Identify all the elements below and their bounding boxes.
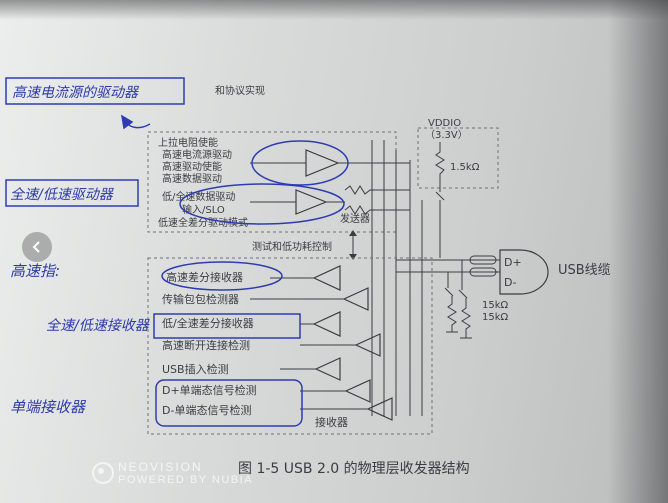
- receiver-item: D-单端态信号检测: [162, 403, 251, 417]
- arrow-up-icon: [349, 230, 357, 236]
- receiver-amplifiers: [312, 265, 393, 421]
- pulldown-resistor-value: 15kΩ: [482, 312, 509, 323]
- series-resistor-icon: [344, 205, 410, 215]
- photo-right-shadow: [608, 0, 668, 503]
- watermark-line-2: POWERED BY NUBIA: [118, 474, 254, 486]
- receiver-triangle-icon: [314, 357, 341, 381]
- usb-cable-icon: [499, 249, 549, 295]
- header-fragment: 和协议实现: [215, 84, 265, 97]
- hand-note-4: 全速/低速接收器: [46, 318, 151, 334]
- transmitter-item-list: 上拉电阻使能 高速电流源驱动 高速驱动使能 高速数据驱动 低/全速数据驱动 输入…: [158, 136, 248, 229]
- hand-box: [5, 179, 139, 207]
- handwritten-marks: [5, 77, 349, 427]
- transmitter-item: 高速数据驱动: [162, 172, 222, 185]
- dplus-connector-icon: [469, 255, 497, 265]
- pulldown-switch-icon: [444, 287, 454, 297]
- receiver-item: 高速差分接收器: [166, 270, 243, 284]
- watermark-line-1: NEOVISION: [118, 460, 203, 474]
- pulldown-resistor-value: 15kΩ: [482, 300, 509, 311]
- receiver-item: 低/全速差分接收器: [162, 316, 254, 330]
- vdd-label: VDDIO: [428, 118, 461, 129]
- previous-image-button[interactable]: [22, 232, 52, 262]
- bus-lines: [371, 140, 423, 416]
- vdd-box: [417, 127, 499, 189]
- receiver-triangle-icon: [354, 333, 381, 357]
- receiver-triangle-icon: [344, 379, 371, 403]
- receiver-item: 传输包包检测器: [162, 292, 239, 306]
- receiver-item: 高速断开连接检测: [162, 338, 250, 352]
- transmitter-item: 高速电流源驱动: [162, 148, 232, 161]
- receiver-triangle-icon: [366, 397, 393, 421]
- chevron-left-icon: [32, 241, 40, 253]
- transmitter-item: 高速驱动使能: [162, 160, 222, 173]
- hand-circle: [179, 183, 345, 225]
- receiver-box: [147, 257, 433, 435]
- receiver-wires: [250, 277, 368, 410]
- receiver-triangle-icon: [312, 311, 341, 337]
- dplus-label: D+: [504, 256, 522, 269]
- fs-driver-triangle-icon: [295, 189, 328, 215]
- hs-driver-triangle-icon: [305, 149, 340, 177]
- receiver-label: 接收器: [315, 415, 348, 429]
- receiver-item-list: 高速差分接收器 传输包包检测器 低/全速差分接收器 高速断开连接检测 USB插入…: [162, 270, 257, 417]
- hand-circle: [251, 140, 349, 186]
- dminus-label: D-: [504, 276, 516, 289]
- pulldown-resistor-icon: [461, 298, 471, 338]
- pullup-resistor-icon: [435, 142, 445, 182]
- hand-box: [5, 77, 185, 105]
- transmitter-item: 低速全差分驱动模式: [158, 216, 248, 229]
- hand-circle: [161, 261, 283, 291]
- camera-logo-icon: [92, 462, 114, 484]
- receiver-triangle-icon: [312, 265, 341, 291]
- receiver-item: D+单端态信号检测: [162, 383, 257, 397]
- hand-note-5: 单端接收器: [10, 398, 87, 416]
- transmitter-item: 上拉电阻使能: [158, 136, 218, 149]
- series-resistor-icon: [344, 185, 410, 195]
- dminus-connector-icon: [469, 267, 497, 277]
- hand-note-3: 高速指:: [10, 262, 60, 280]
- transmitter-item: 低/全速数据驱动: [162, 190, 235, 203]
- figure-caption: 图 1-5 USB 2.0 的物理层收发器结构: [238, 461, 470, 477]
- transmitter-label: 发送器: [340, 212, 370, 225]
- hand-box: [155, 379, 303, 427]
- usb-cable-label: USB线缆: [558, 262, 611, 278]
- hand-box: [153, 313, 301, 339]
- hand-note-2: 全速/低速驱动器: [10, 187, 115, 203]
- pulldown-switch-icon: [458, 289, 468, 299]
- receiver-item: USB插入检测: [162, 362, 229, 376]
- receiver-triangle-icon: [342, 287, 369, 311]
- arrow-down-icon: [349, 254, 357, 260]
- photo-top-shadow: [0, 0, 668, 20]
- transmitter-item: 输入/SLO: [182, 203, 225, 216]
- hand-arrow-head-icon: [120, 114, 134, 130]
- camera-watermark: NEOVISION POWERED BY NUBIA: [92, 460, 254, 486]
- test-control-label: 测试和低功耗控制: [252, 240, 332, 253]
- vdd-value: （3.3V）: [425, 129, 468, 141]
- hand-note-1: 高速电流源的驱动器: [12, 85, 140, 101]
- pulldown-resistor-icon: [447, 296, 457, 332]
- pullup-switch-icon: [435, 191, 445, 201]
- pullup-resistor-value: 1.5kΩ: [450, 162, 480, 173]
